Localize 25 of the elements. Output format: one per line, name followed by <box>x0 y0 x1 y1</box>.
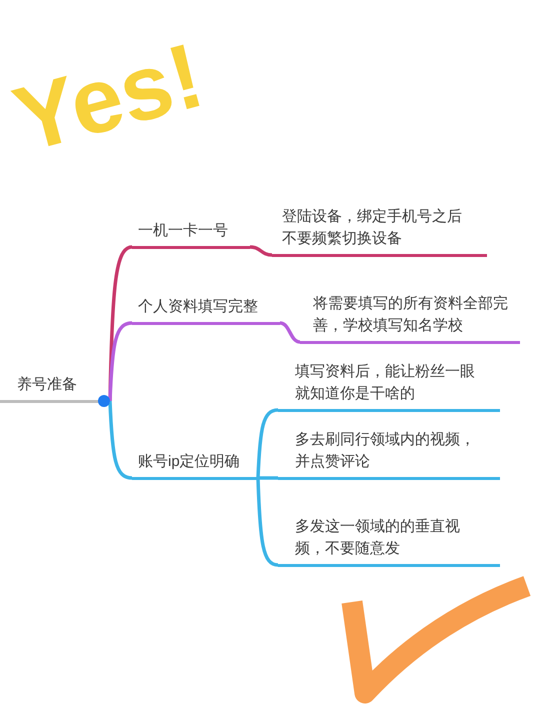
branch-connector <box>108 321 132 402</box>
topic-underline <box>278 360 500 412</box>
topic-label: 个人资料填写完整 <box>138 296 258 316</box>
branch-connector <box>258 476 278 480</box>
topic-label: 填写资料后，能让粉丝一眼就知道你是干啥的 <box>295 362 476 404</box>
topic-label: 养号准备 <box>17 374 77 394</box>
topic-underline <box>132 220 250 248</box>
topic-underline <box>300 292 520 344</box>
topic-underline <box>278 428 500 480</box>
branch-connector <box>256 478 278 567</box>
topic-label: 将需要填写的所有资料全部完善，学校填写知名学校 <box>313 294 509 336</box>
topic-underline <box>278 516 500 566</box>
topic-label: 多发这一领域的的垂直视频，不要随意发 <box>295 516 461 558</box>
topic-label: 多去刷同行领域内的视频，并点赞评论 <box>295 430 476 472</box>
branch-connector <box>250 245 272 257</box>
branch-connector <box>256 408 278 478</box>
branch-connector <box>108 400 132 480</box>
branch-connector <box>280 321 300 344</box>
topic-underline <box>132 450 258 480</box>
topic-underline <box>272 206 487 256</box>
topic-label: 账号ip定位明确 <box>138 452 240 472</box>
topic-label: 一机一卡一号 <box>138 220 228 240</box>
decorative-lettering: Yes! <box>4 25 213 171</box>
topic-label: 登陆设备，绑定手机号之后不要频繁切换设备 <box>282 206 463 248</box>
topic-underline <box>132 296 280 324</box>
